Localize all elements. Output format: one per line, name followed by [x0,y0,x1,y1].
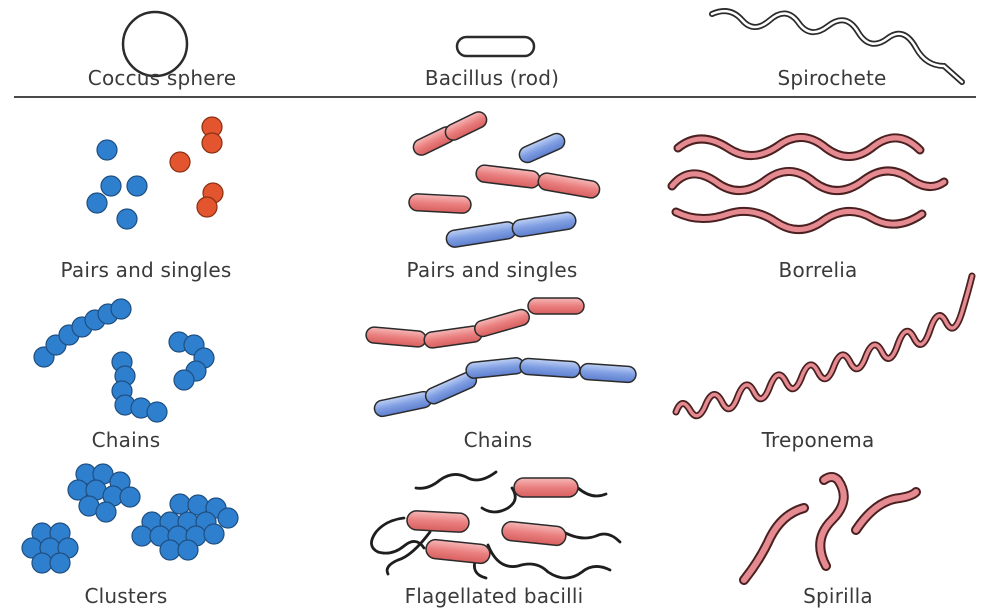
label-treponema: Treponema [698,428,938,452]
bacillus-pairs-and-singles [409,109,601,248]
label-coccus-pairs-singles: Pairs and singles [26,258,266,282]
label-flagellated-bacilli: Flagellated bacilli [374,584,614,608]
spirilla-shape [744,477,916,580]
header-divider [14,96,976,98]
flagellated-bacilli [371,472,620,578]
coccus-chains [34,299,214,422]
label-coccus-clusters: Clusters [6,584,246,608]
treponema-shape [676,276,972,416]
label-bacillus-rod: Bacillus (rod) [372,66,612,90]
label-coccus-sphere: Coccus sphere [42,66,282,90]
coccus-clusters [22,464,238,573]
label-spirilla: Spirilla [718,584,958,608]
bacillus-chains [365,298,636,418]
label-borrelia: Borrelia [698,258,938,282]
bacillus-rod-shape [457,37,534,56]
borrelia-shape [672,137,944,229]
coccus-pairs-and-singles [87,117,223,229]
label-bacillus-chains: Chains [378,428,618,452]
label-spirochete: Spirochete [712,66,952,90]
label-bacillus-pairs-singles: Pairs and singles [372,258,612,282]
label-coccus-chains: Chains [6,428,246,452]
